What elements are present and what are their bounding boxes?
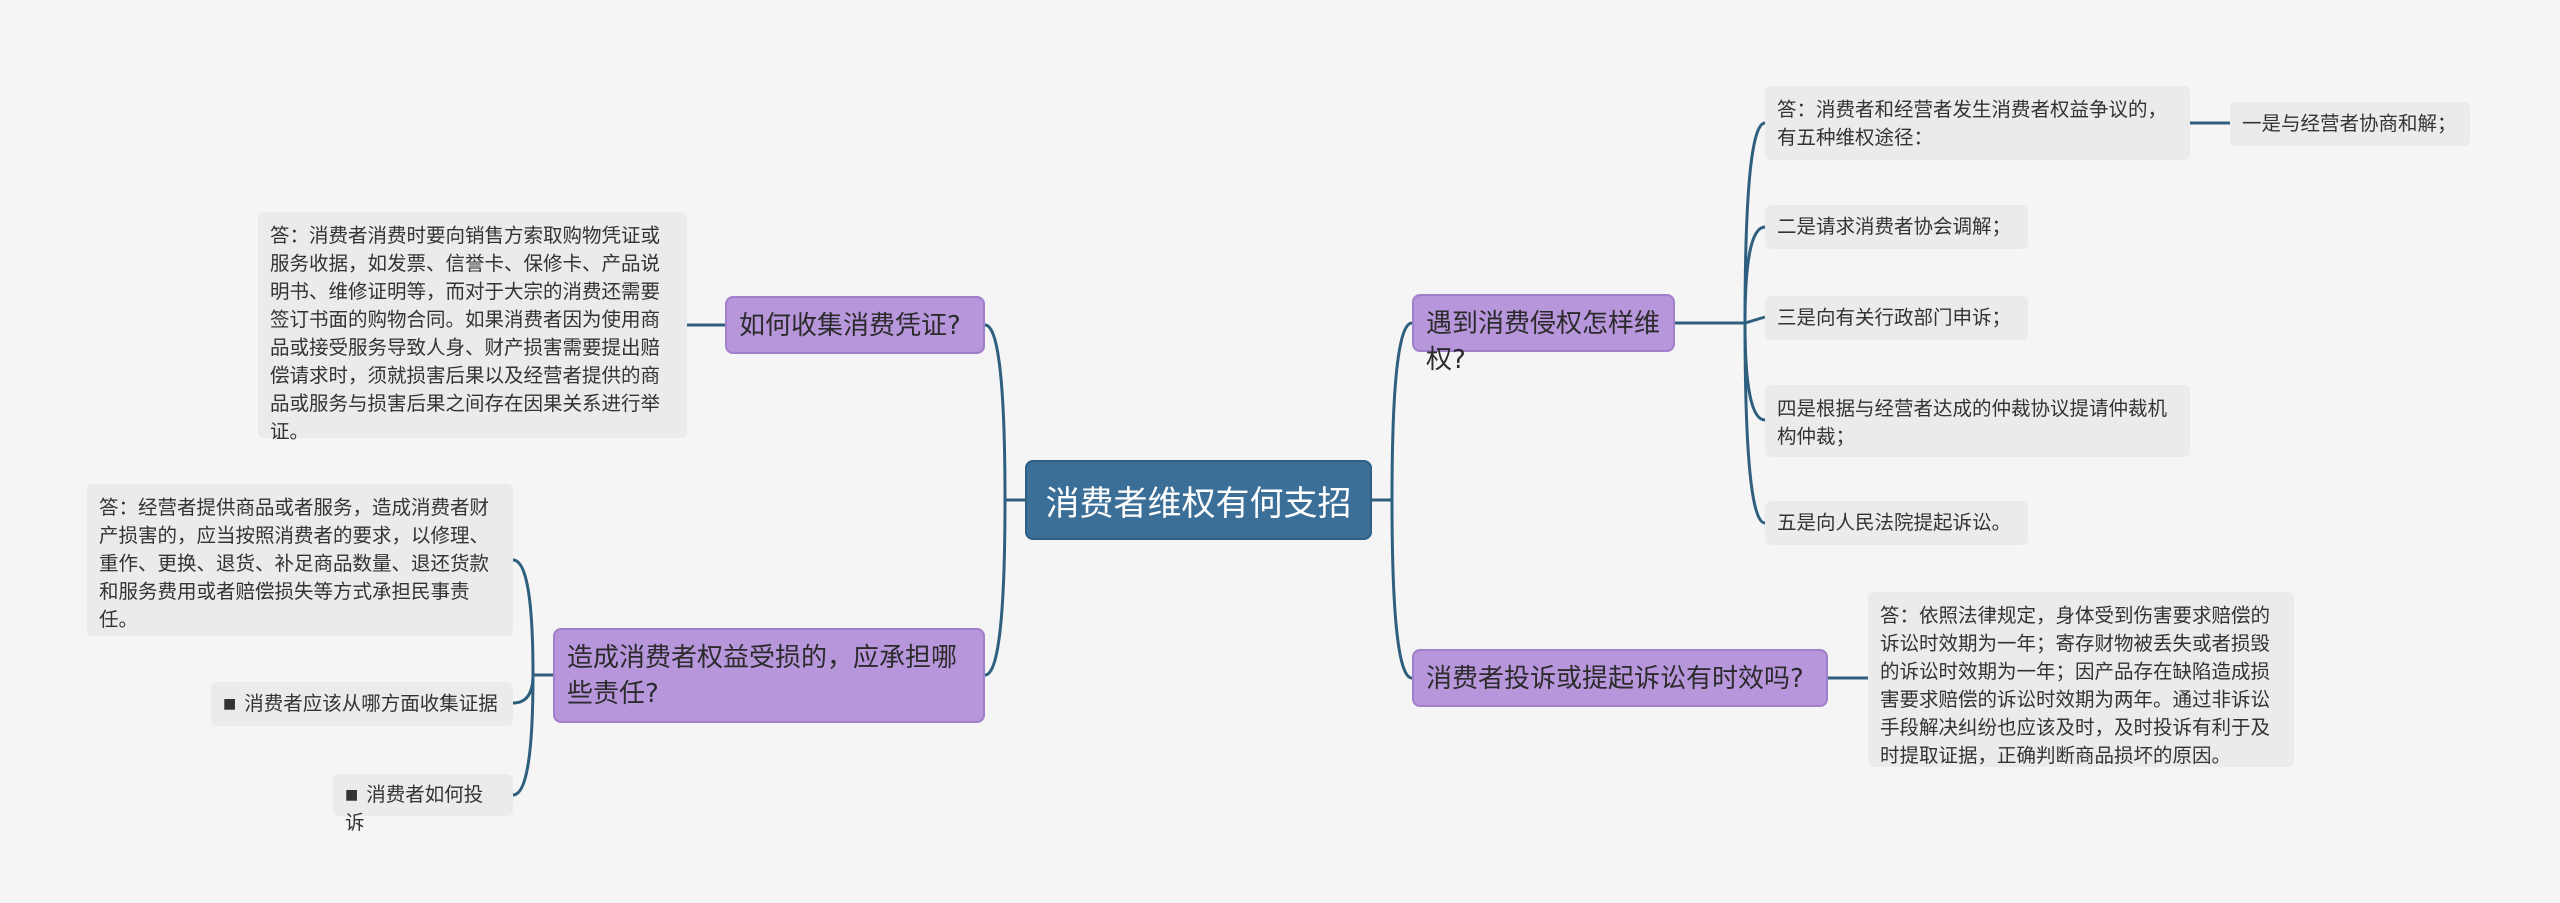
route-two: 二是请求消费者协会调解； bbox=[1765, 205, 2028, 249]
related-gather-evidence[interactable]: 消费者应该从哪方面收集证据 bbox=[211, 682, 513, 726]
edge-root-time-limit bbox=[1372, 498, 1413, 680]
edge-root-collect-evidence bbox=[984, 323, 1025, 502]
related-how-complain-label: 消费者如何投诉 bbox=[345, 783, 484, 834]
edge-liability-complain bbox=[512, 673, 553, 797]
bullet-icon bbox=[223, 692, 244, 715]
edge-infringement-two bbox=[1675, 225, 1766, 325]
edge-root-infringement bbox=[1372, 321, 1413, 502]
topic-infringement[interactable]: 遇到消费侵权怎样维权? bbox=[1412, 294, 1675, 375]
edge-infringement-answer bbox=[1675, 121, 1766, 325]
related-gather-evidence-label: 消费者应该从哪方面收集证据 bbox=[244, 692, 498, 715]
answer-infringement: 答：消费者和经营者发生消费者权益争议的，有五种维权途径： bbox=[1765, 86, 2190, 160]
topic-liability[interactable]: 造成消费者权益受损的，应承担哪些责任? bbox=[553, 628, 985, 723]
related-how-complain[interactable]: 消费者如何投诉 bbox=[333, 774, 513, 834]
root-topic[interactable]: 消费者维权有何支招 bbox=[1025, 460, 1372, 540]
edge-infringement-five bbox=[1675, 321, 1766, 525]
route-four: 四是根据与经营者达成的仲裁协议提请仲裁机构仲裁； bbox=[1765, 385, 2190, 457]
edge-root-liability bbox=[984, 498, 1025, 677]
route-five: 五是向人民法院提起诉讼。 bbox=[1765, 501, 2028, 545]
answer-collect-evidence: 答：消费者消费时要向销售方索取购物凭证或服务收据，如发票、信誉卡、保修卡、产品说… bbox=[258, 212, 687, 443]
topic-time-limit[interactable]: 消费者投诉或提起诉讼有时效吗? bbox=[1412, 649, 1828, 707]
bullet-icon bbox=[345, 783, 366, 806]
route-three: 三是向有关行政部门申诉； bbox=[1765, 296, 2028, 340]
topic-collect-evidence[interactable]: 如何收集消费凭证? bbox=[725, 296, 985, 354]
answer-liability: 答：经营者提供商品或者服务，造成消费者财产损害的，应当按照消费者的要求，以修理、… bbox=[87, 484, 513, 636]
edge-infringement-four bbox=[1675, 321, 1766, 422]
route-one: 一是与经营者协商和解； bbox=[2230, 102, 2470, 146]
answer-time-limit: 答：依照法律规定，身体受到伤害要求赔偿的诉讼时效期为一年；寄存财物被丢失或者损毁… bbox=[1868, 592, 2294, 767]
edge-liability-answer bbox=[512, 558, 553, 677]
